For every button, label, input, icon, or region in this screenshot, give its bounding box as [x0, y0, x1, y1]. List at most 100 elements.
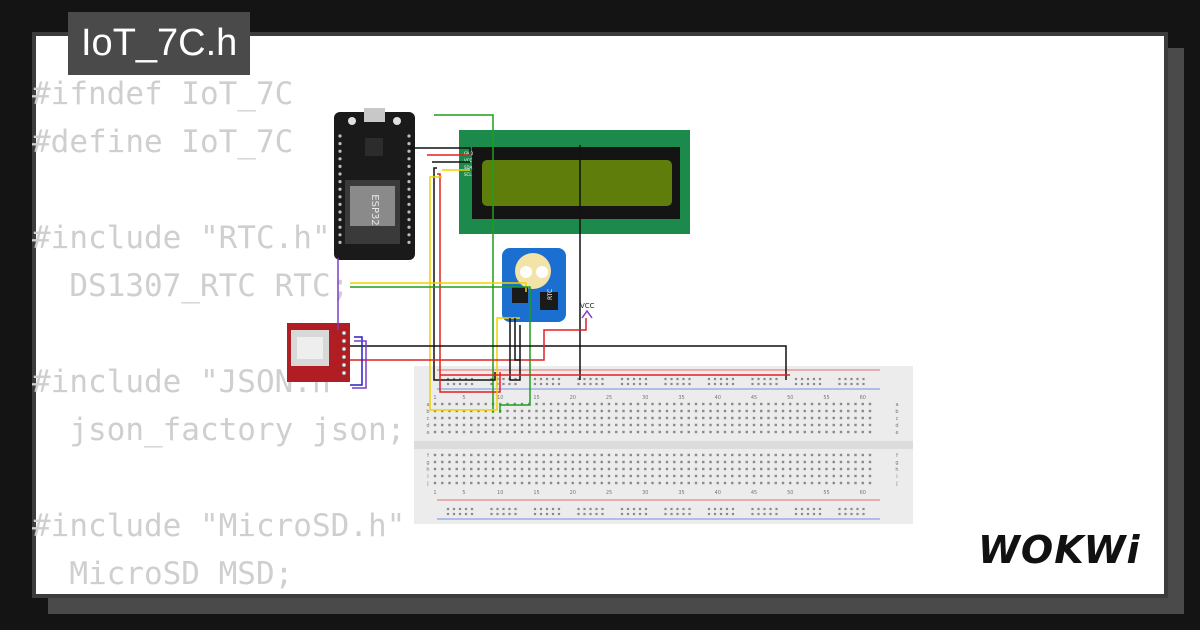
rail-hole[interactable]	[676, 382, 679, 386]
breadboard-hole[interactable]	[607, 460, 611, 464]
rail-hole[interactable]	[452, 507, 456, 511]
breadboard-hole[interactable]	[629, 423, 632, 427]
breadboard-hole[interactable]	[528, 474, 531, 478]
rail-hole[interactable]	[446, 507, 450, 511]
breadboard-hole[interactable]	[752, 467, 756, 471]
esp32-pin[interactable]	[407, 164, 411, 168]
breadboard-hole[interactable]	[781, 409, 785, 413]
breadboard-hole[interactable]	[687, 467, 690, 471]
esp32-pin[interactable]	[338, 202, 342, 206]
breadboard-hole[interactable]	[578, 402, 582, 406]
breadboard-hole[interactable]	[484, 453, 487, 457]
breadboard-hole[interactable]	[549, 430, 553, 434]
breadboard-hole[interactable]	[673, 460, 676, 464]
rail-hole[interactable]	[539, 507, 543, 511]
rail-hole[interactable]	[589, 377, 592, 381]
breadboard-hole[interactable]	[636, 467, 640, 471]
breadboard-hole[interactable]	[731, 474, 734, 478]
breadboard-hole[interactable]	[593, 460, 596, 464]
breadboard-hole[interactable]	[571, 460, 574, 464]
breadboard-hole[interactable]	[470, 409, 473, 413]
breadboard-hole[interactable]	[709, 423, 712, 427]
rail-hole[interactable]	[551, 377, 555, 381]
breadboard-hole[interactable]	[789, 430, 792, 434]
rail-hole[interactable]	[800, 507, 804, 511]
breadboard-hole[interactable]	[506, 453, 509, 457]
breadboard-hole[interactable]	[578, 460, 582, 464]
esp32-pin[interactable]	[407, 187, 411, 191]
breadboard-hole[interactable]	[673, 409, 676, 413]
rail-hole[interactable]	[856, 512, 859, 516]
breadboard-hole[interactable]	[600, 402, 603, 406]
breadboard-hole[interactable]	[607, 409, 611, 413]
breadboard-hole[interactable]	[760, 453, 763, 457]
breadboard-hole[interactable]	[796, 481, 799, 485]
microsd-pin[interactable]	[341, 370, 347, 376]
breadboard-hole[interactable]	[810, 481, 814, 485]
breadboard-hole[interactable]	[868, 481, 872, 485]
breadboard-hole[interactable]	[484, 467, 487, 471]
breadboard-hole[interactable]	[441, 416, 444, 420]
breadboard-hole[interactable]	[484, 460, 487, 464]
breadboard-hole[interactable]	[470, 430, 473, 434]
rail-hole[interactable]	[818, 507, 822, 511]
breadboard-hole[interactable]	[687, 481, 690, 485]
breadboard-hole[interactable]	[723, 474, 727, 478]
breadboard-hole[interactable]	[760, 467, 763, 471]
breadboard-hole[interactable]	[433, 460, 437, 464]
breadboard-hole[interactable]	[847, 423, 850, 427]
breadboard-hole[interactable]	[520, 474, 524, 478]
breadboard-hole[interactable]	[506, 409, 509, 413]
rail-hole[interactable]	[595, 512, 598, 516]
breadboard-hole[interactable]	[586, 416, 589, 420]
esp32-pin[interactable]	[407, 233, 411, 237]
breadboard-hole[interactable]	[774, 416, 777, 420]
breadboard-hole[interactable]	[767, 481, 770, 485]
rail-hole[interactable]	[818, 512, 822, 516]
breadboard-hole[interactable]	[455, 453, 458, 457]
breadboard-hole[interactable]	[549, 402, 553, 406]
rail-hole[interactable]	[490, 377, 493, 381]
breadboard-hole[interactable]	[847, 402, 850, 406]
breadboard-hole[interactable]	[644, 474, 647, 478]
breadboard-hole[interactable]	[477, 460, 480, 464]
breadboard-hole[interactable]	[716, 474, 719, 478]
rail-hole[interactable]	[757, 512, 760, 516]
rail-hole[interactable]	[545, 382, 549, 386]
breadboard-hole[interactable]	[462, 467, 466, 471]
breadboard-hole[interactable]	[723, 467, 727, 471]
rail-hole[interactable]	[539, 377, 543, 381]
breadboard-hole[interactable]	[745, 402, 748, 406]
rail-hole[interactable]	[707, 377, 711, 381]
rail-hole[interactable]	[812, 382, 816, 386]
breadboard-hole[interactable]	[513, 481, 516, 485]
rail-hole[interactable]	[557, 507, 561, 511]
breadboard-hole[interactable]	[535, 453, 538, 457]
breadboard-hole[interactable]	[571, 402, 574, 406]
breadboard-hole[interactable]	[702, 460, 705, 464]
breadboard-hole[interactable]	[651, 409, 654, 413]
esp32-pin[interactable]	[407, 240, 411, 244]
breadboard-hole[interactable]	[687, 474, 690, 478]
breadboard-hole[interactable]	[658, 460, 661, 464]
breadboard-hole[interactable]	[441, 409, 444, 413]
breadboard-hole[interactable]	[622, 409, 625, 413]
breadboard-hole[interactable]	[571, 453, 574, 457]
rail-hole[interactable]	[731, 382, 735, 386]
rail-hole[interactable]	[632, 377, 636, 381]
breadboard-hole[interactable]	[506, 430, 509, 434]
breadboard-hole[interactable]	[455, 467, 458, 471]
rail-hole[interactable]	[757, 382, 760, 386]
breadboard-hole[interactable]	[593, 467, 596, 471]
breadboard-hole[interactable]	[448, 409, 451, 413]
breadboard-hole[interactable]	[709, 474, 712, 478]
rail-hole[interactable]	[719, 507, 723, 511]
rail-hole[interactable]	[670, 512, 673, 516]
breadboard-hole[interactable]	[593, 402, 596, 406]
breadboard-hole[interactable]	[760, 481, 763, 485]
breadboard-hole[interactable]	[629, 402, 632, 406]
breadboard-hole[interactable]	[825, 453, 828, 457]
breadboard-hole[interactable]	[861, 453, 864, 457]
breadboard-hole[interactable]	[564, 474, 567, 478]
breadboard-hole[interactable]	[731, 423, 734, 427]
